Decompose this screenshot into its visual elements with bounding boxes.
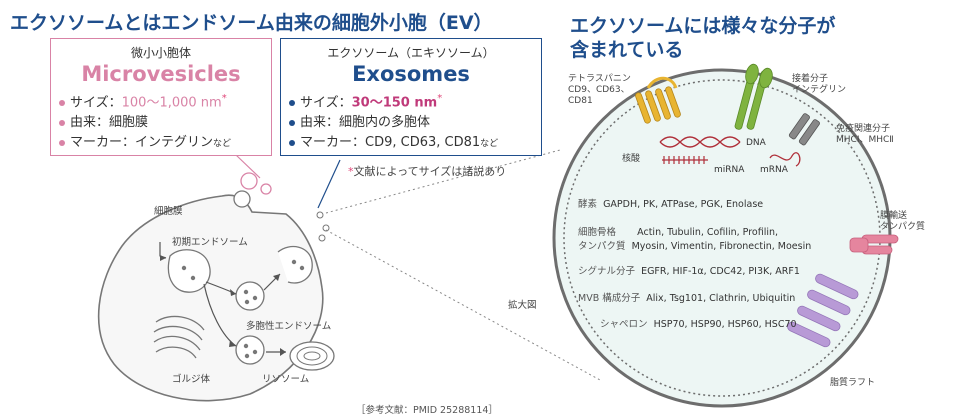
cell-outline (97, 194, 324, 402)
lysosome-shape (289, 341, 335, 371)
exosomes-size: サイズ：30～150 nm* (289, 89, 541, 113)
molecule-row-mvb: MVB 構成分子 Alix, Tsg101, Clathrin, Ubiquit… (578, 293, 796, 304)
immune-label: 免疫関連分子 MHCⅠ、MHCⅡ (836, 124, 894, 145)
transport-protein (849, 234, 899, 255)
microvesicles-box: 微小小胞体 Microvesicles サイズ：100～1,000 nm* 由来… (50, 38, 272, 156)
zoom-label: 拡大図 (508, 300, 537, 311)
golgi-label: ゴルジ体 (172, 374, 211, 385)
early-endosome-shape (167, 249, 211, 293)
mrna-strand (769, 152, 801, 167)
mvb-shape (235, 281, 265, 311)
microvesicle-bubble (260, 183, 272, 195)
microvesicles-name: Microvesicles (81, 62, 241, 86)
budding-vesicle (233, 190, 251, 208)
early-endosome-label: 初期エンドソーム (172, 237, 248, 248)
raft-label: 脂質ラフト (830, 378, 876, 388)
exosomes-box: エクソソーム（エキソソーム） Exosomes サイズ：30～150 nm* 由… (280, 38, 542, 156)
molecule-row-cytoskeleton-2: タンパク質 Myosin, Vimentin, Fibronectin, Moe… (578, 241, 812, 252)
molecule-row-chaperone: シャペロン HSP70, HSP90, HSP60, HSC70 (600, 319, 797, 330)
microvesicles-marker: マーカー：インテグリンなど (59, 133, 271, 154)
tetraspanin-label: テトラスパニン CD9、CD63、 CD81 (568, 74, 631, 106)
right-title-line-1: エクソソームには様々な分子が (570, 15, 836, 37)
microvesicles-origin: 由来：細胞膜 (59, 113, 271, 133)
right-title: エクソソームには様々な分子が 含まれている (570, 14, 835, 62)
micro-connector (235, 154, 261, 179)
integrin-protein (734, 63, 773, 130)
footnote: *文献によってサイズは諸説あり (348, 165, 507, 178)
mvb-shape-2 (235, 335, 265, 365)
left-title: エクソソームとはエンドソーム由来の細胞外小胞（EV） (10, 12, 493, 34)
adhesion-label: 接着分子 インテグリン (792, 74, 847, 95)
mvb-label: 多胞性エンドソーム (246, 321, 332, 332)
molecule-row-enzymes: 酵素 GAPDH, PK, ATPase, PGK, Enolase (578, 199, 764, 210)
exosomes-marker: マーカー：CD9, CD63, CD81など (289, 133, 541, 154)
mrna-label: mRNA (760, 165, 788, 175)
lipid-raft (787, 273, 859, 348)
molecule-row-cytoskeleton: 細胞骨格 Actin, Tubulin, Cofilin, Profilin, (578, 227, 779, 238)
microvesicle-bubble (240, 172, 258, 190)
microvesicles-kicker: 微小小胞体 (130, 46, 191, 60)
mirna-label: miRNA (714, 165, 745, 175)
mhc-protein (788, 113, 820, 146)
molecule-row-signaling: シグナル分子 EGFR, HIF-1α, CDC42, PI3K, ARF1 (578, 266, 800, 277)
microvesicles-size: サイズ：100～1,000 nm* (59, 89, 271, 113)
lysosome-label: リソソーム (262, 374, 310, 385)
tetraspanin-protein (635, 76, 681, 124)
transport-label: 膜輸送 タンパク質 (880, 211, 926, 232)
right-title-line-2: 含まれている (570, 39, 684, 61)
cell-membrane-label: 細胞膜 (154, 206, 183, 217)
exosomes-origin: 由来：細胞内の多胞体 (289, 113, 541, 133)
nucleic-label: 核酸 (622, 154, 641, 164)
golgi-shape (153, 315, 205, 359)
exosomes-name: Exosomes (352, 62, 470, 86)
reference: ［参考文献：PMID 25288114］ (356, 405, 498, 416)
dna-label: DNA (746, 138, 766, 148)
exosomes-kicker: エクソソーム（エキソソーム） (327, 46, 495, 60)
exo-connector (317, 159, 341, 209)
mirna-strand (662, 156, 708, 164)
